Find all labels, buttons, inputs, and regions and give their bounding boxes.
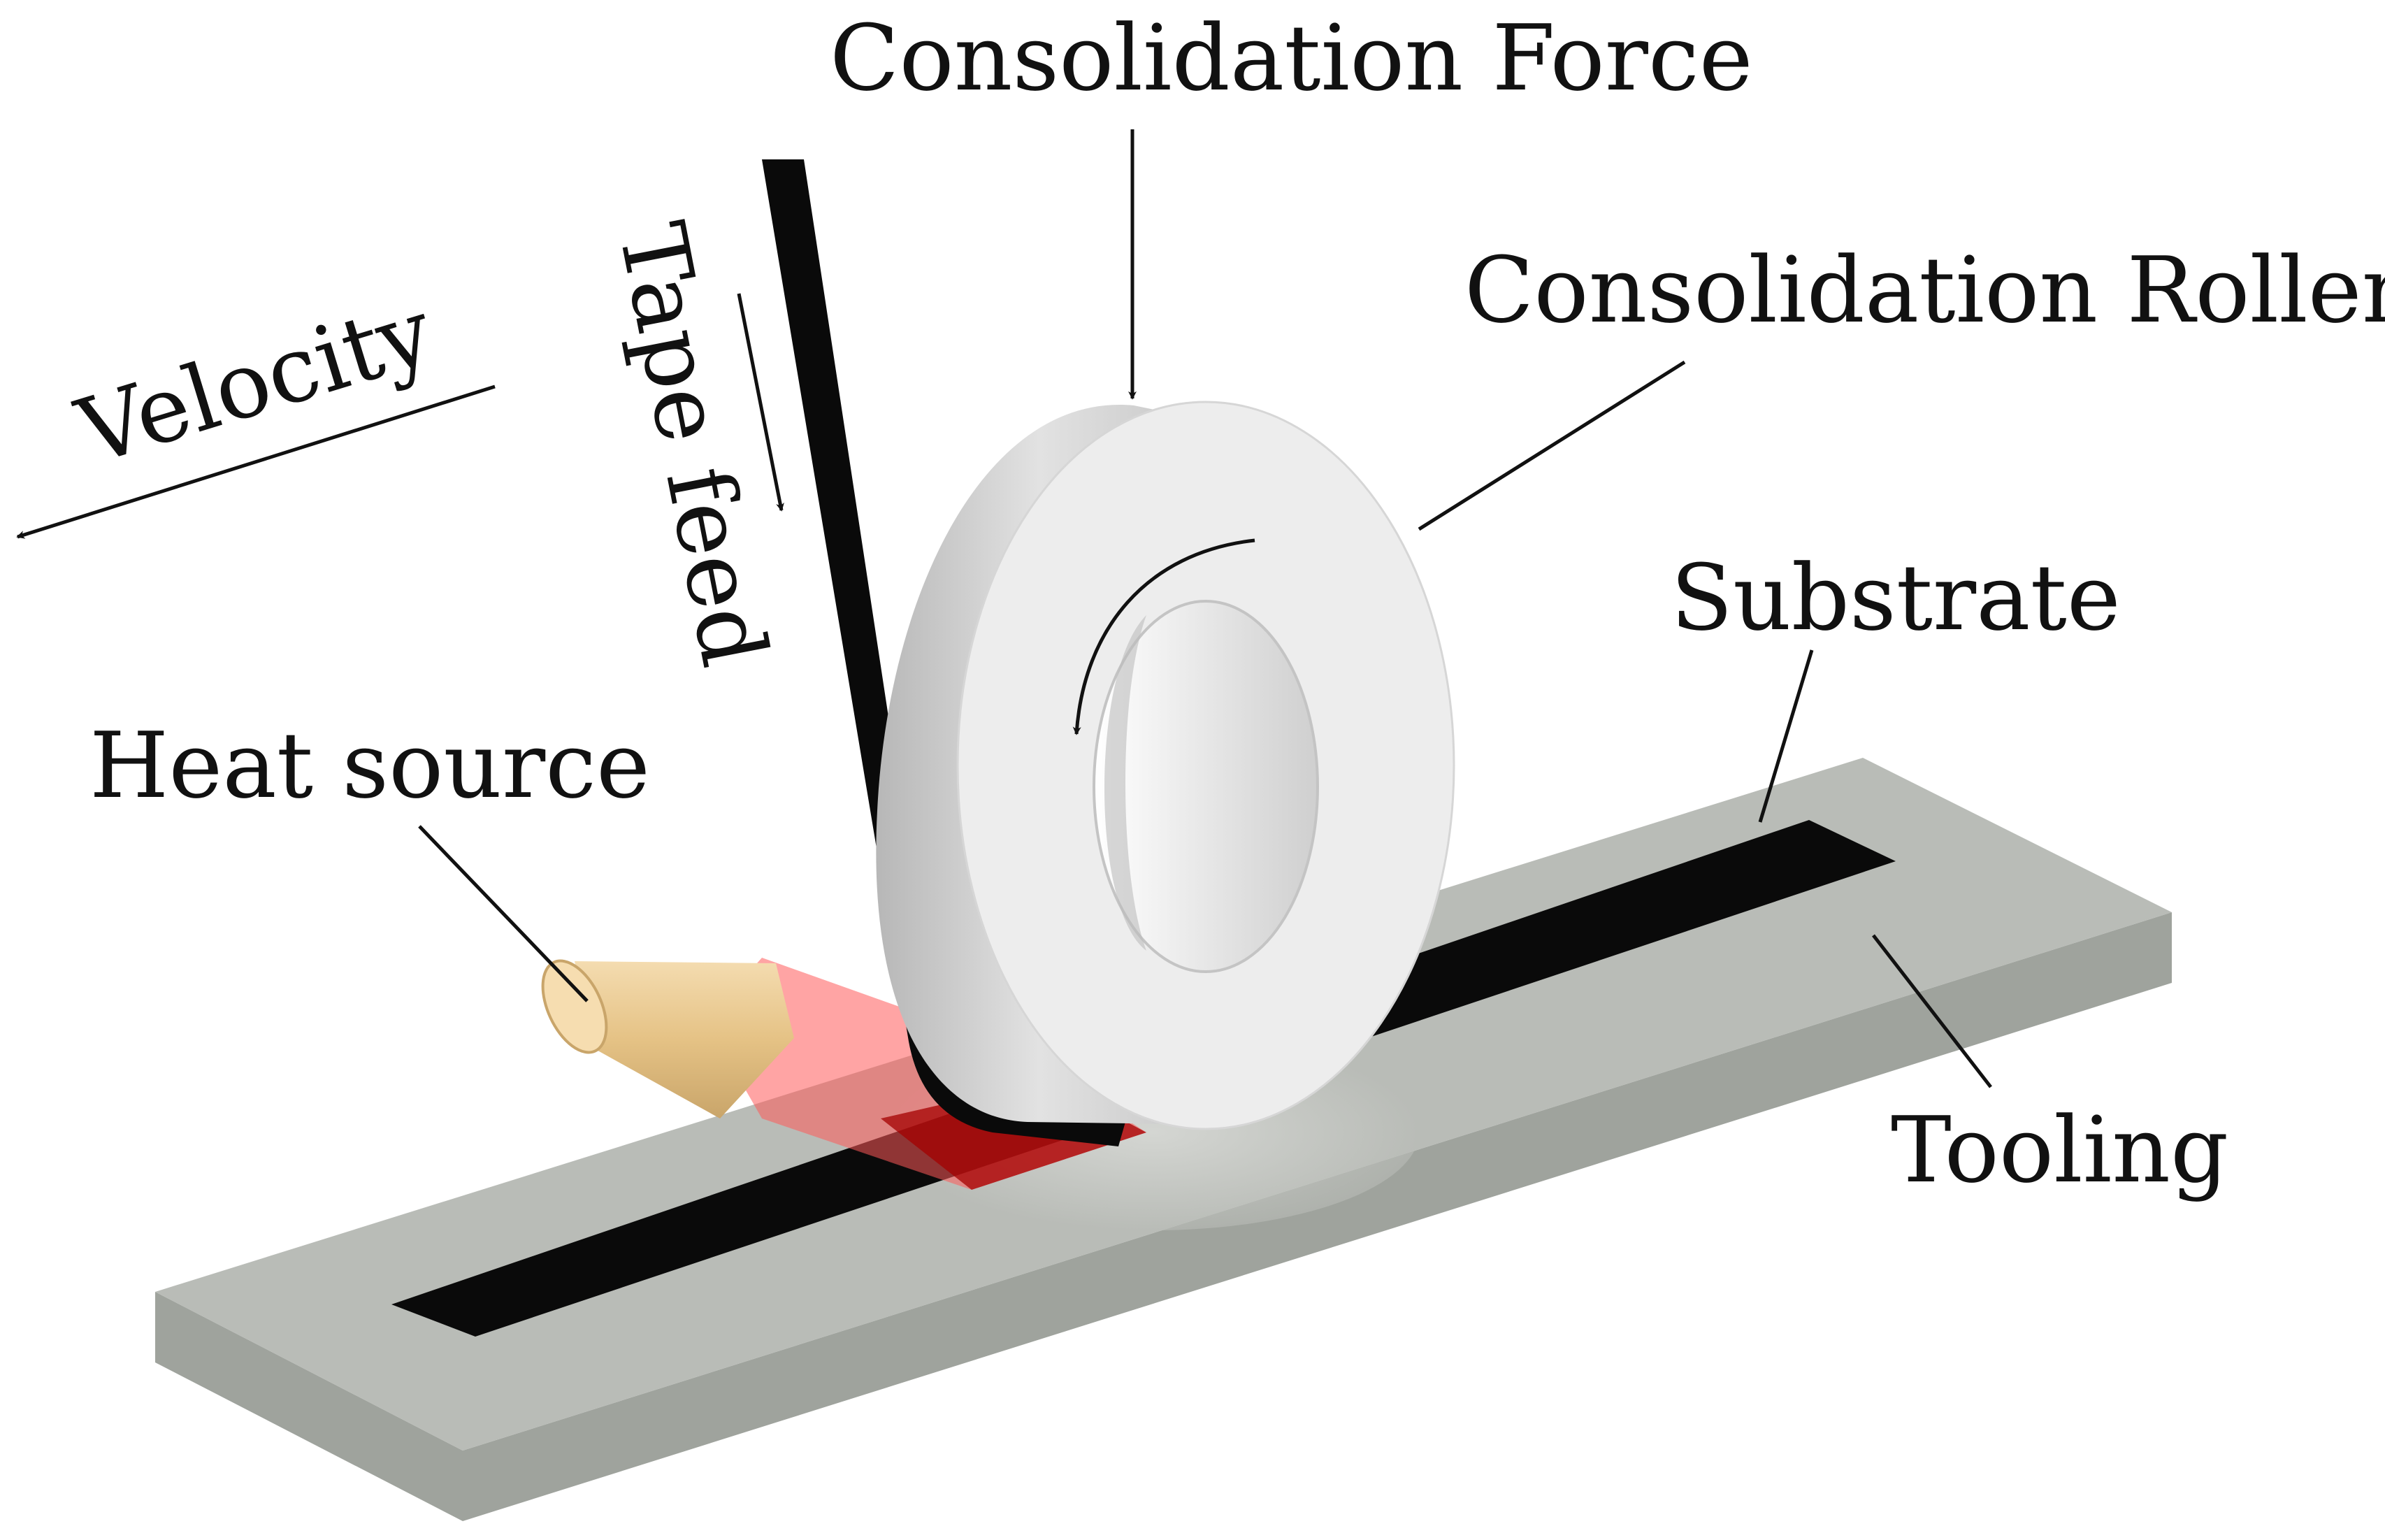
heat-source-label: Heat source (89, 712, 650, 819)
consolidation-roller (876, 401, 1455, 1130)
tooling-side-front (155, 912, 2172, 1521)
roller-hole (1093, 600, 1319, 973)
substrate-label: Substrate (1671, 545, 2121, 651)
roller-leader-line (1418, 360, 1686, 531)
velocity-arrow (16, 384, 496, 539)
roller-hole-shadow (1104, 615, 1146, 951)
heat-source-nozzle (541, 959, 794, 1118)
tape-feed-strip (762, 159, 1125, 1146)
consolidation-roller-label: Consolidation Roller (1464, 237, 2385, 343)
velocity-label: Velocity (65, 278, 445, 486)
tooling-leader-line (1872, 934, 1992, 1088)
heat-source-leader-line (418, 825, 589, 1002)
rotation-arrow (1072, 538, 1255, 735)
tape-feed-label: Tape feed (598, 215, 788, 675)
tooling-label: Tooling (1891, 1097, 2228, 1203)
substrate-leader-line (1758, 649, 1814, 823)
consolidation-force-label: Consolidation Force (830, 5, 1753, 111)
tape-feed-arrow (737, 293, 784, 512)
